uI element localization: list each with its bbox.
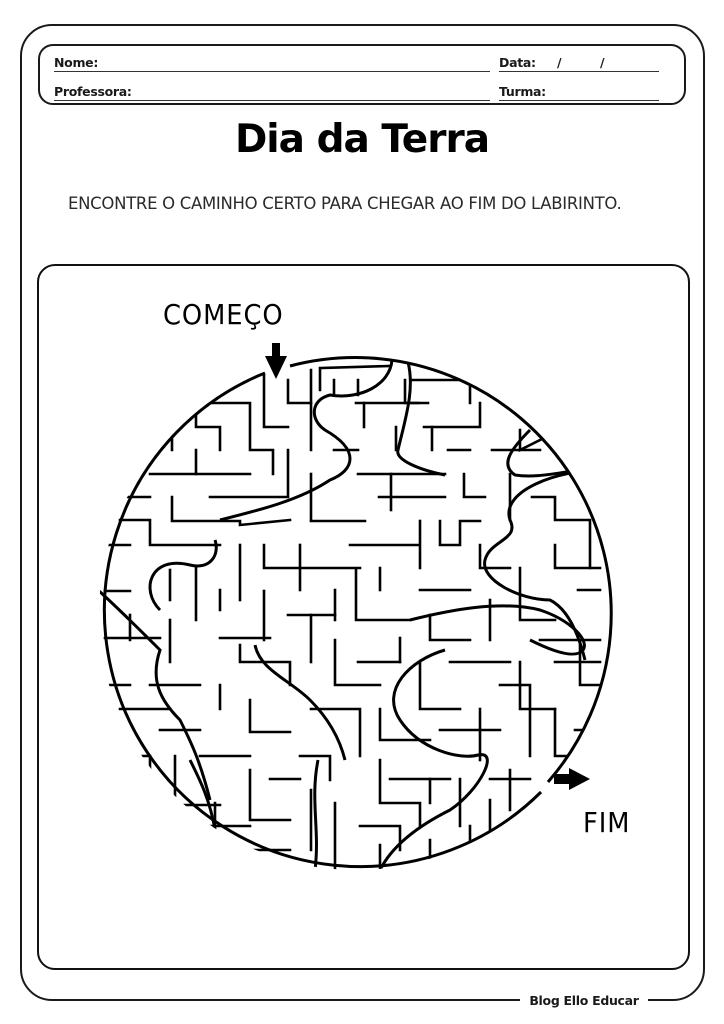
date-field[interactable] [499, 71, 659, 73]
page-frame [20, 24, 705, 1001]
teacher-field[interactable] [54, 100, 490, 102]
footer: Blog Ello Educar [520, 990, 648, 1010]
name-field[interactable] [54, 71, 490, 73]
student-info-box [38, 44, 686, 105]
date-separator: / [557, 55, 562, 70]
maze-container [37, 264, 690, 970]
date-separator: / [600, 55, 605, 70]
date-label: Data: [499, 55, 536, 70]
teacher-label: Professora: [54, 84, 132, 99]
instructions: ENCONTRE O CAMINHO CERTO PARA CHEGAR AO … [68, 194, 622, 213]
page-title: Dia da Terra [234, 117, 490, 162]
class-label: Turma: [499, 84, 546, 99]
footer-credit: Blog Ello Educar [529, 992, 639, 1008]
class-field[interactable] [499, 100, 659, 102]
end-label: FIM [583, 806, 631, 839]
name-label: Nome: [54, 55, 99, 70]
arrow-down-icon [265, 343, 287, 379]
maze-walls [99, 364, 611, 870]
start-label: COMEÇO [163, 298, 284, 331]
arrow-right-icon [554, 768, 590, 790]
globe-outline [102, 356, 613, 869]
